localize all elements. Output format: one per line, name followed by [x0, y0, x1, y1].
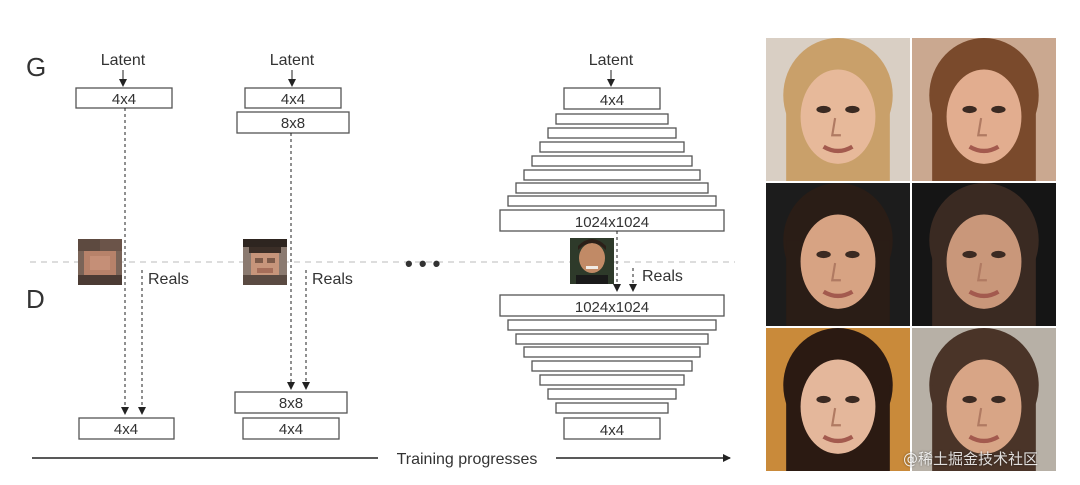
column-1024x1024: Latent 4x4 1024x1024 Reals 1024x1024 4x	[499, 52, 725, 440]
svg-text:8x8: 8x8	[281, 115, 305, 132]
training-label: Training progresses	[397, 451, 538, 468]
d-stack-layer-6	[547, 388, 677, 400]
d-block-8x8: 8x8	[234, 391, 348, 414]
real-image-1024	[570, 238, 614, 284]
face-woman-brunette	[912, 38, 1056, 181]
real-image-8x8	[243, 239, 287, 285]
discriminator-label: D	[26, 284, 45, 314]
generated-faces-grid	[766, 38, 1056, 471]
svg-text:1024x1024: 1024x1024	[575, 299, 649, 316]
reals-label: Reals	[642, 268, 683, 285]
ellipsis: • • •	[405, 251, 440, 276]
g-block-4x4: 4x4	[563, 87, 661, 110]
d-block-4x4: 4x4	[242, 417, 340, 440]
svg-text:4x4: 4x4	[279, 421, 303, 438]
d-stack-layer-4	[531, 360, 693, 372]
face-woman-bangs	[766, 328, 910, 471]
g-block-8x8: 8x8	[236, 111, 350, 134]
d-stack-layer-1	[507, 319, 717, 331]
svg-text:4x4: 4x4	[281, 91, 305, 108]
reals-label: Reals	[148, 271, 189, 288]
svg-text:1024x1024: 1024x1024	[575, 214, 649, 231]
face-man-smiling	[912, 328, 1056, 471]
g-block-4x4: 4x4	[244, 87, 342, 109]
d-stack-layer-7	[555, 402, 669, 414]
face-man-short-hair	[766, 183, 910, 326]
face-woman-blonde	[766, 38, 910, 181]
d-block-4x4: 4x4	[563, 417, 661, 440]
d-stack-layer-5	[539, 374, 685, 386]
svg-text:4x4: 4x4	[600, 92, 624, 109]
latent-label: Latent	[589, 52, 634, 69]
real-image-4x4	[78, 239, 122, 285]
watermark: @稀土掘金技术社区	[903, 450, 1039, 468]
generator-label: G	[26, 52, 46, 82]
column-4x4: Latent 4x4 Reals 4x4	[75, 52, 189, 440]
g-block-1024x1024: 1024x1024	[499, 209, 725, 232]
svg-text:4x4: 4x4	[600, 422, 624, 439]
face-man-beard	[912, 183, 1056, 326]
column-8x8: Latent 4x4 8x8 Reals 8x8 4x4	[234, 52, 353, 440]
g-stack-layer-1	[555, 113, 669, 125]
latent-label: Latent	[101, 52, 146, 69]
g-stack-layer-6	[515, 182, 709, 194]
g-stack-layer-7	[507, 195, 717, 207]
svg-text:8x8: 8x8	[279, 395, 303, 412]
d-stack-layer-2	[515, 333, 709, 345]
d-block-1024x1024: 1024x1024	[499, 294, 725, 317]
d-intermediate-stack	[507, 319, 717, 414]
g-stack-layer-3	[539, 141, 685, 153]
g-stack-layer-5	[523, 169, 701, 181]
g-stack-layer-2	[547, 127, 677, 139]
reals-label: Reals	[312, 271, 353, 288]
progressive-gan-diagram: G D Latent 4x4 Reals 4x4 Latent	[26, 52, 735, 468]
d-block-4x4: 4x4	[78, 417, 175, 440]
svg-text:4x4: 4x4	[112, 91, 136, 108]
d-stack-layer-3	[523, 346, 701, 358]
svg-text:4x4: 4x4	[114, 421, 138, 438]
g-stack-layer-4	[531, 155, 693, 167]
g-intermediate-stack	[507, 113, 717, 207]
g-block-4x4: 4x4	[75, 87, 173, 109]
latent-label: Latent	[270, 52, 315, 69]
